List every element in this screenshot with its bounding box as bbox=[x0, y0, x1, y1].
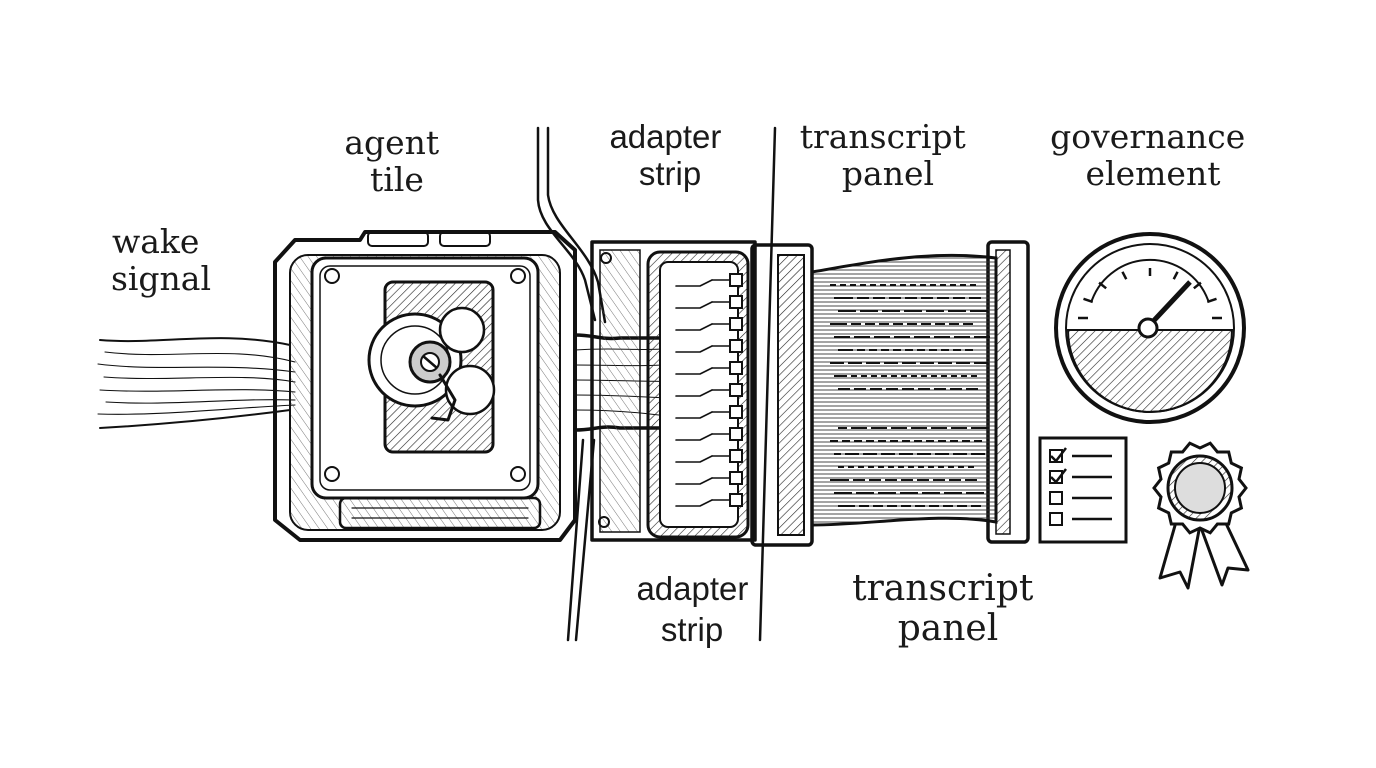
adapter-pin-wire bbox=[675, 345, 713, 353]
adapter-pin bbox=[729, 449, 743, 463]
adapter-pin bbox=[729, 317, 743, 331]
checklist-icon bbox=[1038, 436, 1128, 544]
agent-tile-label-line2: tile bbox=[370, 160, 424, 199]
adapter-pin bbox=[729, 361, 743, 375]
adapter-strip-label-bottom-line2: strip bbox=[661, 611, 723, 648]
gauge-tick bbox=[1193, 281, 1202, 290]
wake-signal-label-line1: wake bbox=[112, 222, 199, 261]
agent-tile bbox=[273, 230, 577, 542]
adapter-strip-label-bottom: adapter strip bbox=[636, 570, 757, 648]
divider-line bbox=[758, 126, 777, 642]
adapter-strip-label-top: adapter strip bbox=[609, 118, 730, 192]
checkbox bbox=[1049, 491, 1063, 505]
adapter-pin bbox=[729, 405, 743, 419]
wake-signal-label-line2: signal bbox=[111, 259, 211, 298]
adapter-pin bbox=[729, 493, 743, 507]
adapter-pin bbox=[729, 339, 743, 353]
transcript-panel-label-top: transcript panel bbox=[800, 117, 977, 193]
gauge-tick bbox=[1121, 271, 1128, 280]
adapter-pin-wire bbox=[675, 477, 713, 485]
gauge-tick bbox=[1206, 297, 1217, 304]
adapter-strip bbox=[536, 126, 757, 642]
governance-element-label-line1: governance bbox=[1050, 117, 1245, 156]
gauge-icon bbox=[1054, 232, 1246, 424]
governance-element-label: governance element bbox=[1050, 117, 1256, 193]
adapter-pins bbox=[675, 273, 743, 507]
transcript-panel-label-bottom-line2: panel bbox=[898, 608, 999, 649]
gauge-tick bbox=[1172, 271, 1179, 280]
adapter-strip-label-top-line1: adapter bbox=[609, 118, 721, 155]
adapter-pin bbox=[729, 471, 743, 485]
award-rosette-icon bbox=[1152, 441, 1250, 590]
adapter-strip-label-bottom-line1: adapter bbox=[636, 570, 748, 607]
checkbox bbox=[1049, 512, 1063, 526]
adapter-pin-wire bbox=[675, 499, 713, 507]
adapter-strip-label-top-line2: strip bbox=[639, 155, 701, 192]
gear-mechanism-icon bbox=[367, 306, 496, 422]
adapter-pin bbox=[729, 273, 743, 287]
gauge-tick bbox=[1098, 281, 1107, 290]
adapter-pin-wire bbox=[675, 301, 713, 309]
governance-element bbox=[1038, 232, 1250, 590]
agent-tile-label: agent tile bbox=[344, 123, 449, 199]
transcript-text-lines bbox=[830, 284, 990, 507]
transcript-panel-label-top-line2: panel bbox=[842, 154, 934, 193]
transcript-panel-label-top-line1: transcript bbox=[800, 117, 966, 156]
adapter-pin-wire bbox=[675, 279, 713, 287]
adapter-pin bbox=[729, 383, 743, 397]
adapter-pin-wire bbox=[675, 367, 713, 375]
adapter-pin bbox=[729, 427, 743, 441]
wake-signal-cable bbox=[97, 337, 296, 429]
gauge-tick bbox=[1083, 297, 1094, 304]
transcript-panel bbox=[750, 240, 1030, 547]
check-mark bbox=[1050, 468, 1067, 484]
adapter-pin bbox=[729, 295, 743, 309]
check-mark bbox=[1050, 447, 1067, 463]
agent-tile-label-line1: agent bbox=[344, 123, 439, 162]
adapter-pin-wire bbox=[675, 411, 713, 419]
governance-element-label-line2: element bbox=[1086, 154, 1221, 193]
adapter-pin-wire bbox=[675, 455, 713, 463]
adapter-pin-wire bbox=[675, 433, 713, 441]
adapter-pin-wire bbox=[675, 323, 713, 331]
transcript-panel-label-bottom-line1: transcript bbox=[852, 568, 1034, 609]
transcript-panel-label-bottom: transcript panel bbox=[852, 568, 1044, 649]
wake-signal-label: wake signal bbox=[111, 222, 211, 298]
adapter-pin-wire bbox=[675, 389, 713, 397]
